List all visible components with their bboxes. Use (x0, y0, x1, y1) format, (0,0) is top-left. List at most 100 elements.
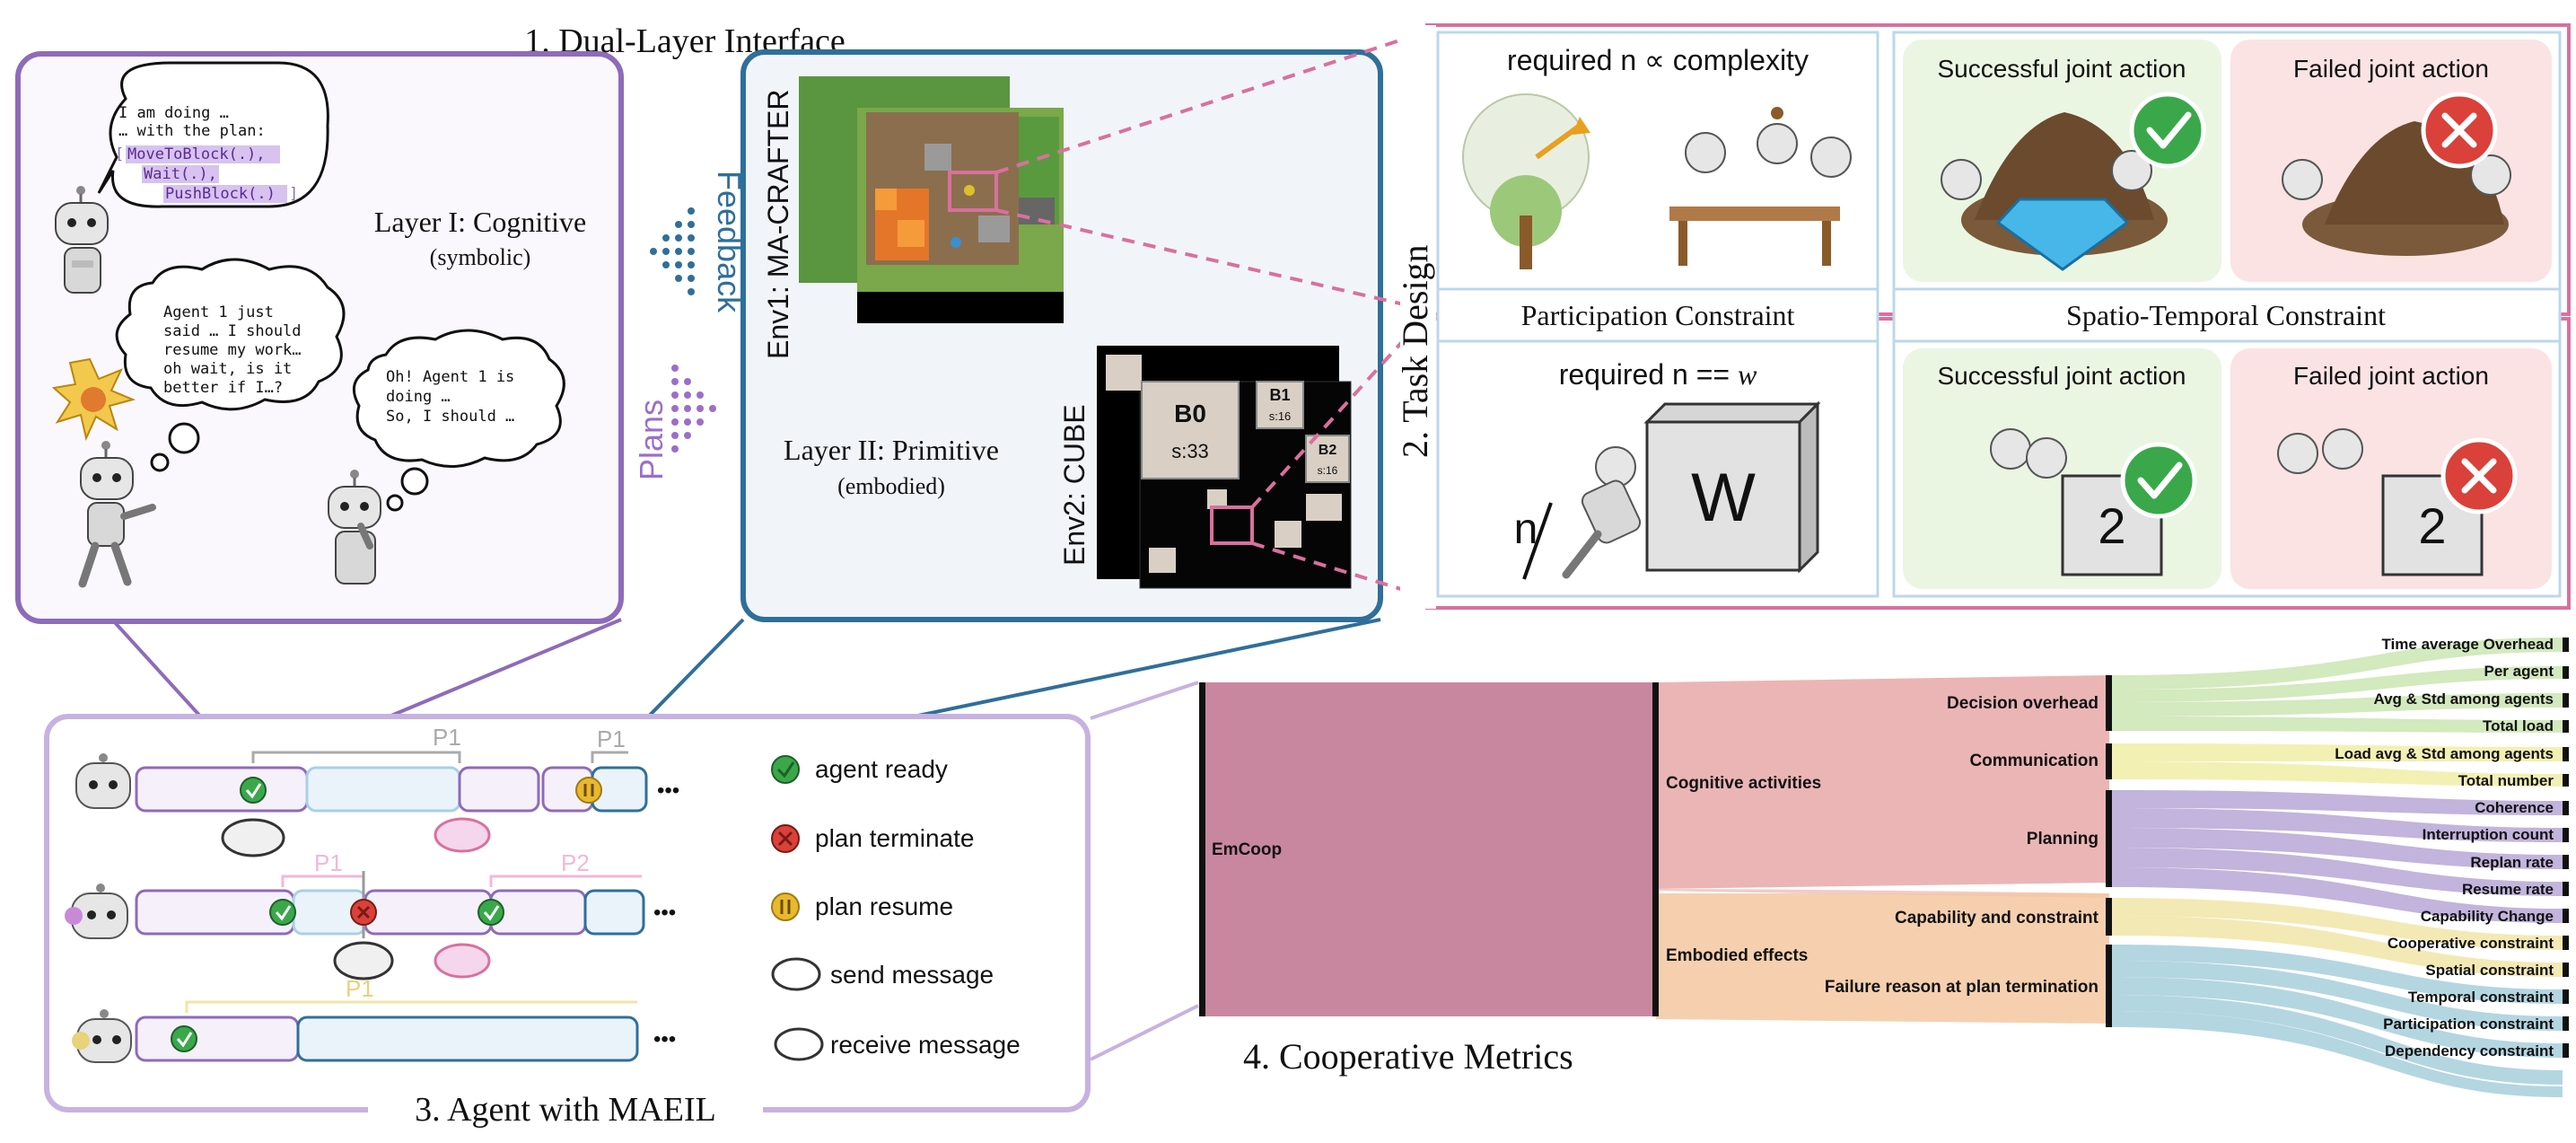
bubble3-line1: Oh! Agent 1 is (386, 368, 514, 386)
block-2a-label: 2 (2098, 497, 2125, 554)
workbench-robots-icon (1669, 107, 1852, 266)
leaf-avg-std-agents: Avg & Std among agents (2373, 690, 2554, 708)
svg-text:]: ] (289, 185, 298, 203)
section1-dual-layer: 1. Dual-Layer Interface I am doing … … w… (15, 22, 1383, 624)
cross-icon (2421, 92, 2498, 169)
success-label-1: Successful joint action (1937, 55, 2186, 83)
send-message-icon (333, 941, 394, 980)
leaf-spatial-constraint: Spatial constraint (2425, 962, 2554, 979)
bubble2-line1: Agent 1 just (163, 303, 274, 321)
p2-label: P2 (561, 849, 590, 876)
timeline-row-1: P1 P1 ••• (75, 724, 679, 857)
sankey-leaf-flows (2112, 637, 2563, 1097)
bubble2-line3: resume my work… (163, 341, 302, 359)
robot-row3-icon (72, 1009, 132, 1063)
legend-receive-icon (774, 1027, 824, 1061)
ready-check-icon (240, 777, 267, 804)
cube-b0-size: s:33 (1171, 440, 1209, 462)
leaf-total-load: Total load (2483, 717, 2554, 734)
legend-ready-icon (771, 755, 800, 784)
layer1-subtitle: (symbolic) (430, 244, 531, 270)
feedback-arrow-icon: Feedback (650, 171, 748, 313)
p1-label-c: P1 (314, 849, 343, 876)
maeil-legend: agent ready plan terminate plan resume s… (771, 755, 1021, 1061)
leaf-interruption-count: Interruption count (2423, 826, 2554, 843)
layer2-title: Layer II: Primitive (784, 434, 999, 466)
node-emcoop (1203, 682, 1656, 1016)
receive-message-icon (434, 943, 491, 979)
n-label: n (1514, 506, 1538, 553)
row3-continuation: ••• (653, 1027, 676, 1051)
participation-label: Participation Constraint (1521, 299, 1795, 331)
failed-label-2: Failed joint action (2293, 362, 2489, 390)
bubble2-line5: better if I…? (163, 379, 283, 397)
row1-continuation: ••• (657, 778, 679, 803)
ready-check-icon (478, 899, 504, 926)
cross-icon (2440, 437, 2518, 514)
resume-pause-icon (575, 777, 602, 804)
plans-label: Plans (633, 400, 670, 480)
node-embodied-label: Embodied effects (1666, 946, 1808, 965)
bubble1-code1: MoveToBlock(.), (127, 145, 266, 163)
check-icon (2129, 92, 2206, 169)
leaf-replan-rate: Replan rate (2470, 854, 2554, 871)
confusion-burst-icon (51, 357, 136, 442)
diamond-mining-icon (1941, 112, 2168, 271)
failed-label-1: Failed joint action (2293, 55, 2489, 83)
legend-send: send message (830, 961, 994, 989)
plans-arrow-icon: Plans (633, 365, 716, 480)
legend-resume: plan resume (815, 892, 953, 920)
timeline-row-2: P1 P2 ••• (65, 849, 676, 980)
crafter-focus-box (948, 171, 998, 212)
block-2b-label: 2 (2418, 497, 2446, 554)
send-message-icon (221, 818, 285, 857)
bubble2-line4: oh wait, is it (163, 360, 292, 378)
dashed-connectors (995, 30, 1429, 599)
cube-b2-size: s:16 (1318, 464, 1338, 477)
p1-label-d: P1 (346, 975, 374, 1002)
cube-b1-size: s:16 (1269, 409, 1292, 423)
req-w: required n == w (1559, 358, 1757, 391)
leaf-total-number: Total number (2458, 772, 2554, 789)
section3-title: 3. Agent with MAEIL (415, 1091, 716, 1129)
section2-task-design: 2. Task Design required n ∝ complexity P… (1395, 23, 2571, 610)
legend-receive: receive message (830, 1031, 1021, 1059)
cube-b1-label: B1 (1269, 386, 1290, 404)
layer1-title: Layer I: Cognitive (374, 206, 586, 238)
leaf-load-avg-std: Load avg & Std among agents (2335, 745, 2554, 762)
p1-label-b: P1 (597, 725, 626, 752)
success-label-2: Successful joint action (1937, 362, 2186, 390)
cube-screenshot: B0 s:33 B1 s:16 B2 s:16 (1097, 346, 1352, 589)
section2-title: 2. Task Design (1395, 244, 1435, 458)
legend-ready: agent ready (815, 755, 948, 783)
bubble1-code3: PushBlock(.) (165, 185, 276, 203)
legend-resume-icon (771, 892, 800, 921)
svg-text:[: [ (115, 145, 124, 163)
env2-label: Env2: CUBE (1058, 404, 1091, 566)
node-capability-label: Capability and constraint (1895, 909, 2099, 928)
bubble1-line2: … with the plan: (118, 122, 266, 140)
thought-bubble-1: I am doing … … with the plan: [ MoveToBl… (97, 61, 329, 208)
section4-title: 4. Cooperative Metrics (1243, 1036, 1573, 1077)
block-w-label: W (1691, 460, 1756, 536)
row2-continuation: ••• (653, 901, 676, 925)
thought-bubble-2: Agent 1 just said … I should resume my w… (115, 258, 346, 472)
node-cognitive-label: Cognitive activities (1666, 774, 1821, 793)
section4-metrics: EmCoop Cognitive activities Embodied eff… (1199, 636, 2569, 1097)
section3-maeil: 3. Agent with MAEIL P1 P1 ••• (44, 618, 1381, 1129)
node-decision-label: Decision overhead (1947, 694, 2098, 713)
leaf-cooperative-constraint: Cooperative constraint (2388, 935, 2554, 952)
robot-agent1-icon (55, 186, 109, 294)
req-complexity: required n ∝ complexity (1507, 44, 1809, 76)
leaf-time-average-overhead: Time average Overhead (2381, 636, 2554, 653)
env1-label: Env1: MA-CRAFTER (762, 90, 794, 359)
ready-check-icon (269, 899, 296, 926)
check-icon (2120, 442, 2197, 519)
legend-terminate: plan terminate (815, 824, 974, 852)
robot-row2-icon (65, 884, 128, 939)
ma-crafter-screenshot (799, 76, 1064, 323)
node-communication-label: Communication (1969, 752, 2098, 770)
leaf-capability-change: Capability Change (2421, 908, 2554, 925)
cube-focus-box (1210, 506, 1254, 545)
